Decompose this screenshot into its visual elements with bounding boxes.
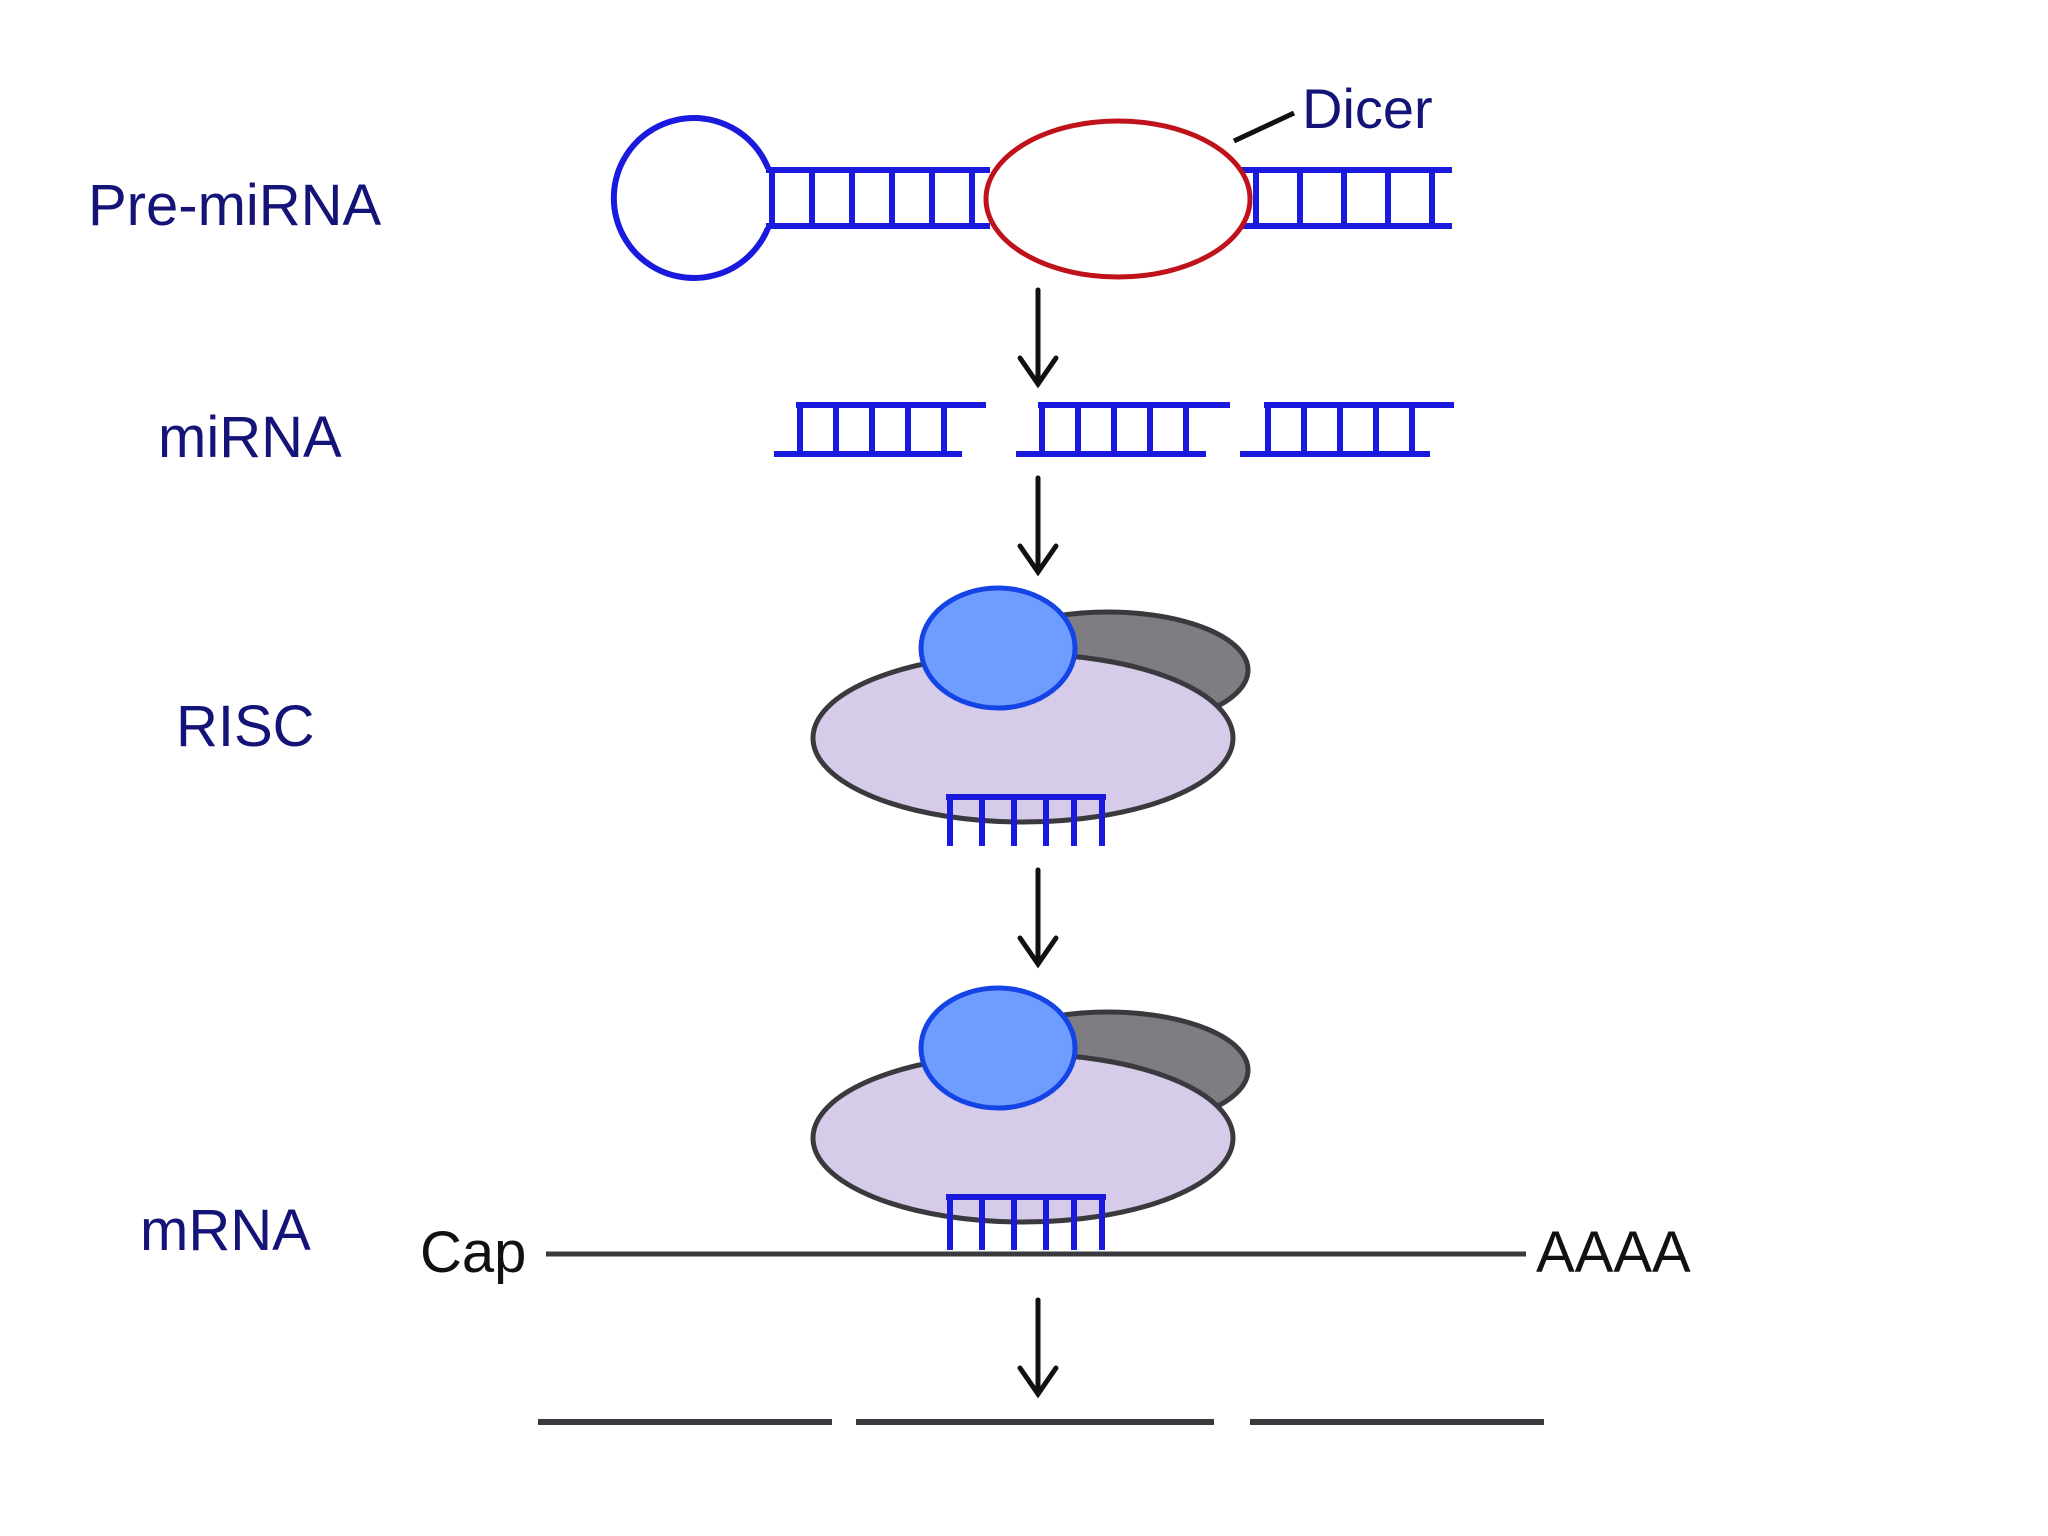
dicer-leader-line	[1232, 110, 1296, 144]
stage-label-pre-mirna: Pre-miRNA	[88, 173, 382, 238]
stem-left-base-pairs	[769, 170, 975, 226]
stage-label-mrna: mRNA	[140, 1198, 311, 1263]
risc-on-mrna	[810, 985, 1251, 1250]
stage-label-mirna: miRNA	[158, 405, 342, 470]
arrow-down-3	[1017, 867, 1059, 969]
argonaute-domain-bound	[918, 985, 1078, 1111]
stem-right-base-pairs	[1253, 170, 1435, 226]
mirna-duplex-1	[774, 402, 986, 457]
arrow-down-1	[1017, 287, 1059, 389]
argonaute-domain	[918, 585, 1078, 711]
risc-bound-mirna	[946, 1194, 1106, 1250]
hairpin-loop	[610, 115, 771, 281]
dicer-enzyme	[983, 118, 1253, 280]
risc-loaded-mirna	[946, 794, 1106, 846]
arrow-down-4	[1017, 1297, 1059, 1399]
pre-mirna-hairpin: Dicer	[610, 77, 1452, 281]
stage-label-risc: RISC	[176, 694, 315, 759]
dicer-label: Dicer	[1302, 77, 1433, 140]
cap-label: Cap	[420, 1220, 526, 1285]
risc-complex	[810, 585, 1251, 846]
mirna-duplex-3	[1240, 402, 1454, 457]
arrow-down-2	[1017, 475, 1059, 577]
poly-a-tail-label: AAAA	[1536, 1220, 1691, 1285]
mirna-duplex-2	[1016, 402, 1230, 457]
